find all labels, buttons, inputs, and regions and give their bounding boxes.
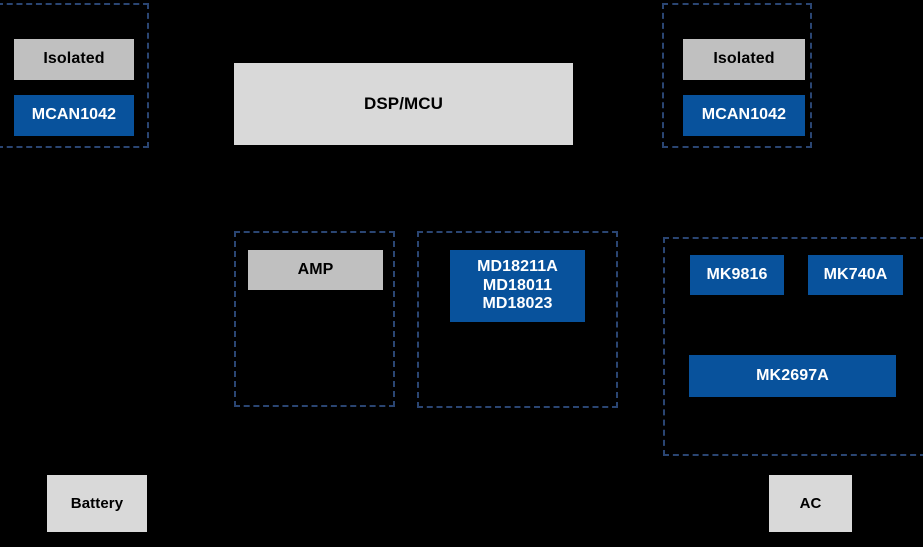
block-battery-label: Battery	[70, 494, 124, 512]
block-amp-label: AMP	[297, 260, 334, 278]
block-ac[interactable]: AC	[769, 475, 852, 532]
block-dsp-mcu[interactable]: DSP/MCU	[234, 63, 573, 145]
block-mcan1042-left-label: MCAN1042	[31, 106, 117, 124]
block-mk9816[interactable]: MK9816	[690, 255, 784, 295]
group-mk-power	[663, 237, 923, 456]
block-isolated-right[interactable]: Isolated	[683, 39, 805, 80]
group-isolated-can-left	[0, 3, 149, 148]
block-mk9816-label: MK9816	[706, 265, 768, 283]
block-md-driver-label-1: MD18211A	[477, 258, 558, 276]
group-amp	[234, 231, 395, 407]
group-isolated-can-right	[662, 3, 812, 148]
block-battery[interactable]: Battery	[47, 475, 147, 532]
block-mcan1042-left[interactable]: MCAN1042	[14, 95, 134, 136]
block-mk2697a[interactable]: MK2697A	[689, 355, 896, 397]
block-isolated-left[interactable]: Isolated	[14, 39, 134, 80]
block-md-driver-label-3: MD18023	[482, 295, 553, 313]
block-mk740a-label: MK740A	[823, 265, 888, 283]
block-md-driver-label-2: MD18011	[482, 276, 553, 294]
block-isolated-right-label: Isolated	[713, 50, 775, 68]
block-dsp-mcu-label: DSP/MCU	[363, 94, 444, 114]
block-amp[interactable]: AMP	[248, 250, 383, 290]
block-mcan1042-right[interactable]: MCAN1042	[683, 95, 805, 136]
block-md-driver-labels: MD18211A MD18011 MD18023	[477, 258, 558, 313]
block-mcan1042-right-label: MCAN1042	[701, 106, 787, 124]
group-md-driver	[417, 231, 618, 408]
block-mk2697a-label: MK2697A	[756, 366, 829, 384]
block-isolated-left-label: Isolated	[43, 50, 105, 68]
block-ac-label: AC	[799, 494, 822, 512]
block-mk740a[interactable]: MK740A	[808, 255, 903, 295]
block-md-driver[interactable]: MD18211A MD18011 MD18023	[450, 250, 585, 322]
